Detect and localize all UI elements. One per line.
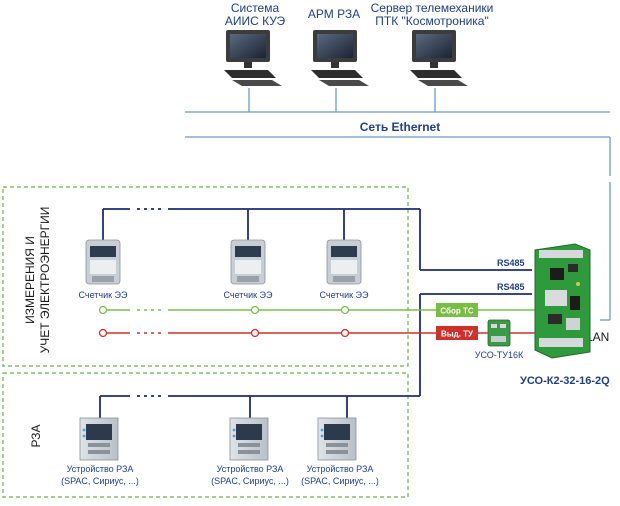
rza-device-3-label-line1: Устройство РЗА — [307, 464, 374, 474]
monitor-stand — [430, 62, 438, 68]
rza-device-2 — [229, 417, 269, 461]
ethernet-bus — [185, 88, 611, 321]
meter-terminal — [92, 276, 114, 282]
rza-device-3-label-line2: (SPAC, Сириус, ...) — [301, 476, 379, 486]
keyboard-icon — [319, 80, 369, 86]
lan-label: LAN — [586, 330, 609, 344]
meter-panel — [235, 260, 261, 274]
monitor-stand — [244, 62, 252, 68]
keyboard-icon — [232, 80, 282, 86]
uso-tu16k-module — [487, 319, 511, 347]
tu-output-box — [436, 326, 478, 340]
rza-section-label: РЗА — [29, 425, 43, 448]
meter-3-label: Счетчик ЭЭ — [319, 290, 369, 300]
metering-rs485-bus — [102, 208, 532, 271]
meter-3 — [326, 239, 362, 285]
metering-section-label-line2: УЧЕТ ЭЛЕКТРОЭНЕРГИИ — [38, 207, 52, 354]
meter-panel — [331, 260, 357, 274]
controller-name-label: УСО-К2-32-16-2Q — [520, 375, 610, 387]
uso-tu16k-label: УСО-ТУ16К — [475, 350, 524, 360]
rza-device-2-label-line2: (SPAC, Сириус, ...) — [211, 476, 289, 486]
rza-device-2-label-line1: Устройство РЗА — [217, 464, 284, 474]
metering-section-label-line1: ИЗМЕРЕНИЯ И — [23, 236, 37, 324]
connector — [545, 290, 567, 306]
meter-panel — [90, 260, 116, 274]
ts-collect-label: Сбор ТС — [440, 307, 473, 316]
tu-nodes — [98, 328, 350, 338]
terminal-block — [539, 338, 583, 347]
led — [576, 282, 580, 286]
meter-display — [235, 246, 261, 257]
screen — [230, 34, 266, 58]
chip — [548, 314, 562, 324]
meter-display — [331, 246, 357, 257]
rza-device-1-label-line2: (SPAC, Сириус, ...) — [61, 476, 139, 486]
meter-terminal — [237, 276, 259, 282]
meter-2-label: Счетчик ЭЭ — [223, 290, 273, 300]
meter-1-label: Счетчик ЭЭ — [78, 290, 128, 300]
ethernet-label: Сеть Ethernet — [360, 120, 440, 134]
rza-device-3 — [317, 417, 357, 461]
system-unit — [311, 70, 363, 78]
meter-1 — [85, 239, 121, 285]
connector — [566, 318, 580, 330]
workstation-arm-rza — [311, 30, 369, 86]
station2-label: АРМ РЗА — [308, 7, 360, 21]
ts-collect-box — [436, 303, 478, 317]
rza-device-1-label-line1: Устройство РЗА — [67, 464, 134, 474]
metering-section-box — [2, 186, 409, 367]
station3-label-line1: Сервер телемеханики — [371, 1, 494, 15]
station1-label-line1: Система — [231, 1, 280, 15]
tu-output-label: Выд. ТУ — [441, 330, 474, 339]
chip — [570, 296, 580, 310]
keyboard-icon — [418, 80, 468, 86]
meter-display — [90, 246, 116, 257]
terminal-block — [539, 250, 583, 258]
system-unit — [410, 70, 462, 78]
rs485-bottom-label: RS485 — [497, 282, 525, 292]
screen — [416, 34, 452, 58]
chip — [568, 264, 578, 272]
rza-device-1 — [79, 417, 119, 461]
station1-label-line2: АИИС КУЭ — [225, 14, 286, 28]
meter-2 — [230, 239, 266, 285]
uso-k2-controller — [534, 243, 591, 359]
monitor-stand — [331, 62, 339, 68]
meter-terminal — [333, 276, 355, 282]
system-unit — [224, 70, 276, 78]
rs485-top-label: RS485 — [497, 258, 525, 268]
ts-nodes — [98, 305, 350, 315]
rza-rs485-bus — [99, 293, 532, 418]
chip — [550, 268, 564, 280]
workstation-aiis — [224, 30, 282, 86]
rza-section-box — [2, 372, 409, 498]
workstation-telemechanics-server — [410, 30, 468, 86]
screen — [317, 34, 353, 58]
station3-label-line2: ПТК "Космотроника" — [375, 14, 488, 28]
